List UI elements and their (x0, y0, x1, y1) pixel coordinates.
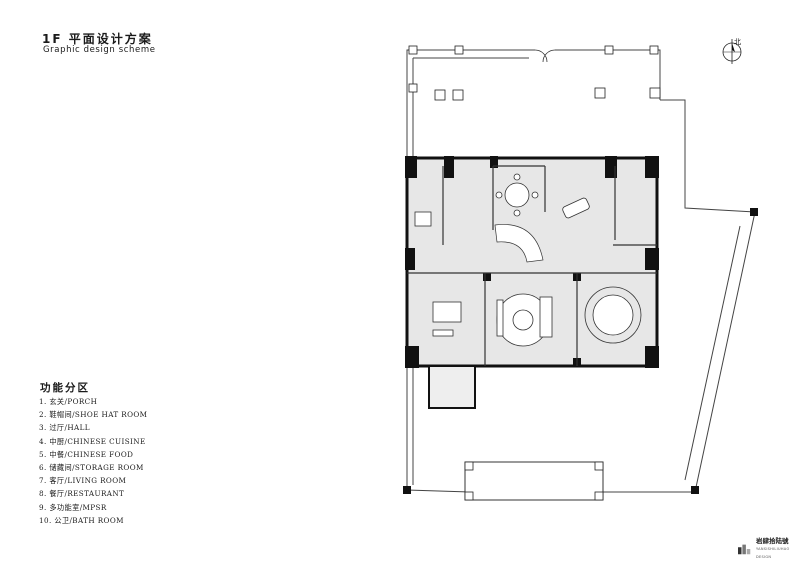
brand-logo: 岩肆拾陆號 YANSISHILIUHAO DESIGN (738, 537, 800, 561)
lower-terrace (464, 461, 604, 501)
kitchen-island (562, 197, 590, 219)
legend-item: 8. 餐厅/RESTAURANT (39, 489, 125, 499)
mpsr-table (432, 301, 462, 337)
legend-item: 1. 玄关/PORCH (39, 397, 98, 406)
porch-bench (414, 211, 432, 227)
legend-item: 5. 中餐/CHINESE FOOD (39, 449, 134, 459)
plan-title-cn: 1F 平面设计方案 (42, 32, 153, 46)
brand-subtitle: YANSISHILIUHAO DESIGN (756, 547, 790, 559)
north-arrow-icon (722, 39, 742, 64)
legend-item: 3. 过厅/HALL (39, 423, 90, 433)
piers (408, 45, 661, 101)
brand-name: 岩肆拾陆號 (756, 537, 789, 545)
north-label: 北 (734, 38, 741, 46)
legend-item: 10. 公卫/BATH ROOM (39, 515, 124, 525)
floor-plan (403, 45, 758, 501)
plan-title-en: Graphic design scheme (43, 45, 156, 55)
legend-item: 6. 储藏间/STORAGE ROOM (39, 463, 144, 473)
legend-list: 1. 玄关/PORCH 2. 鞋帽间/SHOE HAT ROOM 3. 过厅/H… (39, 395, 147, 527)
gate (534, 49, 556, 63)
legend-item: 7. 客厅/LIVING ROOM (39, 476, 127, 486)
restaurant-table (584, 286, 642, 344)
bath-annex (428, 365, 476, 409)
legend-item: 2. 鞋帽间/SHOE HAT ROOM (39, 410, 148, 420)
interior-walls (407, 165, 657, 366)
dining-table-top (495, 173, 539, 217)
legend-item: 4. 中厨/CHINESE CUISINE (39, 436, 146, 446)
staircase (494, 224, 544, 263)
brand-mark-icon (738, 544, 751, 555)
legend-title: 功能分区 (40, 382, 90, 394)
terrace-pier (750, 208, 758, 216)
living-room-furniture (496, 293, 553, 347)
legend-item: 9. 多功能室/MPSR (39, 502, 107, 512)
structural-walls (405, 156, 659, 368)
